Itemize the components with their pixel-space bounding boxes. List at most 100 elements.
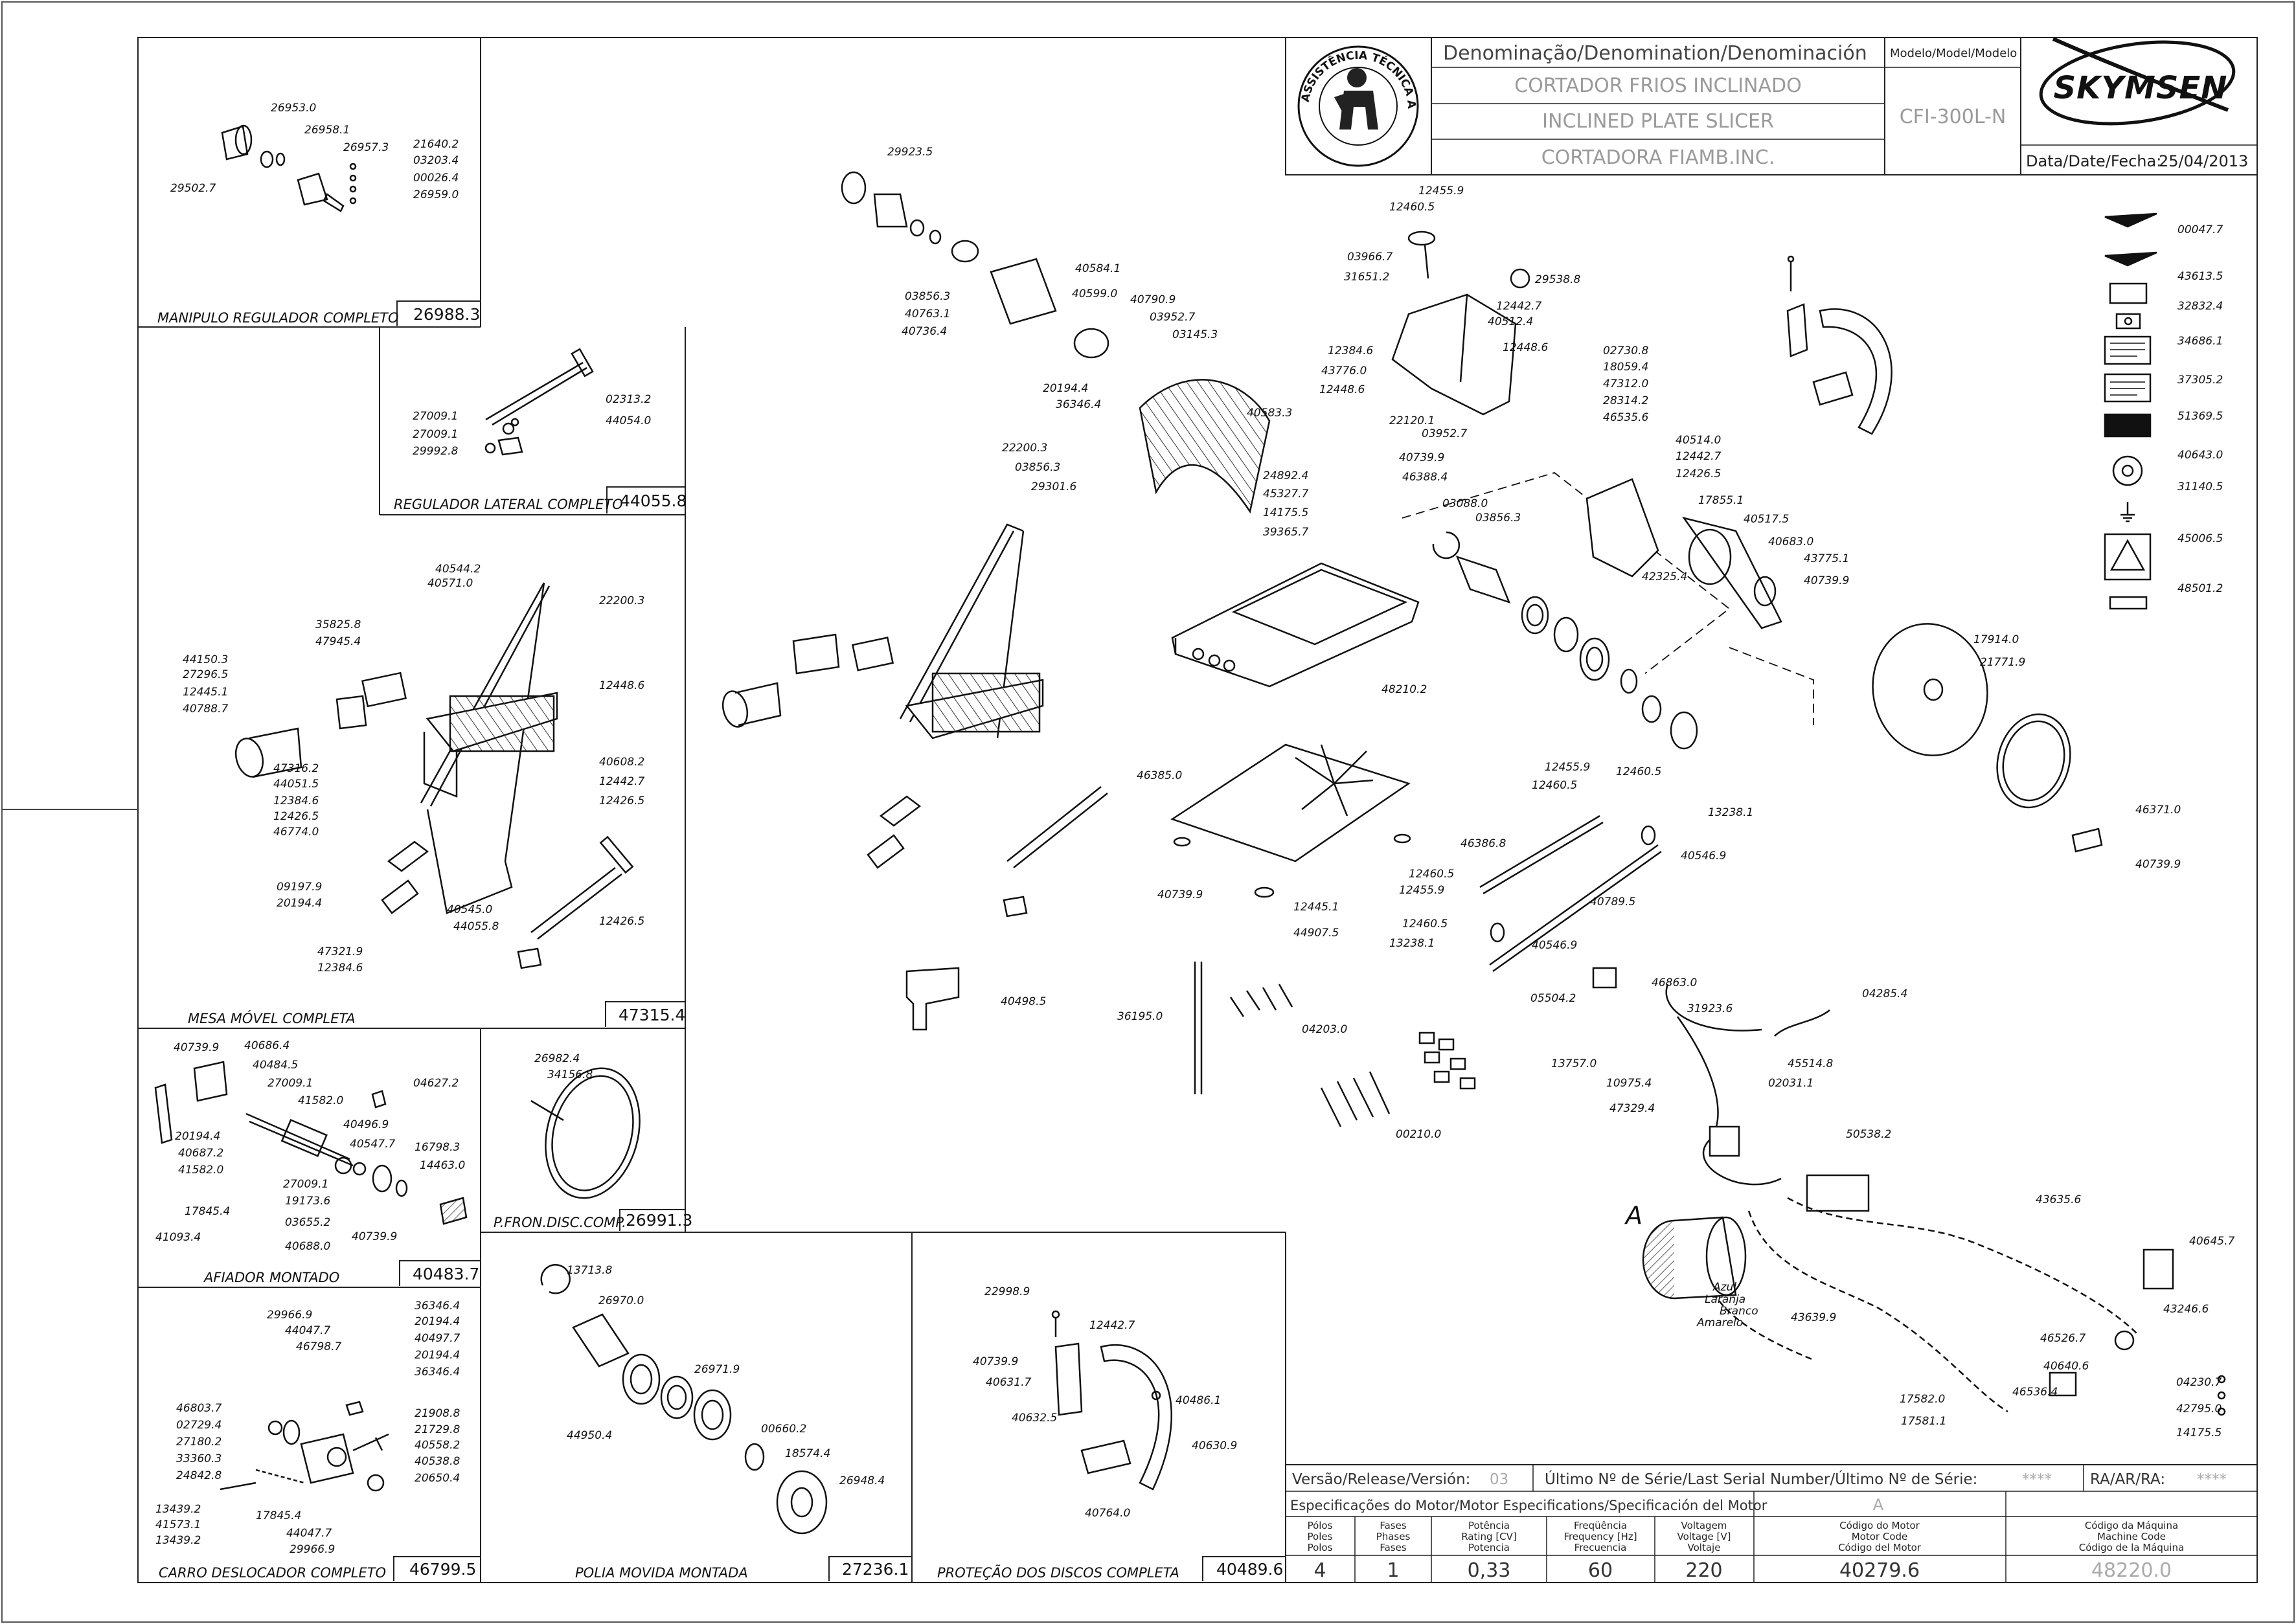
lateral-regulator-sketch xyxy=(484,348,594,456)
motor-shaft-sketch xyxy=(1402,472,1731,750)
part-label: 13238.1 xyxy=(1708,806,1753,819)
part-label: 40608.2 xyxy=(599,756,644,769)
part-label: 40514.0 xyxy=(1676,434,1721,447)
part-label: 17845.4 xyxy=(256,1509,301,1522)
code-afiador: 40483.7 xyxy=(413,1265,479,1283)
part-label: 22120.1 xyxy=(1389,414,1435,427)
part-label: 35825.8 xyxy=(315,618,361,631)
part-label: 40739.9 xyxy=(1804,574,1849,587)
model-header: Modelo/Model/Modelo xyxy=(1890,47,2017,60)
part-label: 13757.0 xyxy=(1551,1057,1597,1070)
part-label: 12442.7 xyxy=(599,775,644,788)
spec-phases-h2: Phases xyxy=(1376,1531,1411,1542)
code-pfron: 26991.3 xyxy=(626,1211,692,1230)
label-part: 43613.5 xyxy=(2177,270,2223,283)
spec-phases-h1: Fases xyxy=(1380,1520,1406,1531)
spec-rating-value: 0,33 xyxy=(1468,1559,1511,1582)
part-label: 40545.0 xyxy=(447,903,492,916)
part-label: 43776.0 xyxy=(1321,365,1367,378)
part-label: 03952.7 xyxy=(1422,427,1467,440)
main-moving-table-sketch xyxy=(722,523,1108,918)
part-label: 41582.0 xyxy=(178,1164,223,1177)
part-label: 22200.3 xyxy=(1002,442,1047,455)
part-label: 44150.3 xyxy=(183,653,228,666)
wire-color: Amarelo xyxy=(1696,1316,1743,1329)
upper-guard-sketch xyxy=(1786,255,1892,435)
part-label: 19173.6 xyxy=(285,1195,330,1208)
version-value: 03 xyxy=(1490,1471,1508,1488)
part-label: 43635.6 xyxy=(2036,1193,2081,1206)
part-label: 26970.0 xyxy=(598,1294,644,1307)
part-label: 40630.9 xyxy=(1192,1439,1237,1452)
part-label: 40631.7 xyxy=(986,1376,1031,1389)
part-label: 44950.4 xyxy=(567,1429,612,1442)
part-label: 12460.5 xyxy=(1389,201,1435,214)
spec-motor-code-h3: Código del Motor xyxy=(1838,1542,1922,1553)
part-label: 13439.2 xyxy=(155,1534,201,1547)
spec-rating-h2: Rating [CV] xyxy=(1461,1531,1517,1542)
part-label: 44047.7 xyxy=(285,1324,330,1337)
part-label: 29966.9 xyxy=(267,1309,312,1322)
motor-sketch xyxy=(1642,1216,1747,1300)
part-label: 17845.4 xyxy=(185,1205,230,1218)
skymsen-logo: SKYMSEN xyxy=(2039,37,2236,126)
part-label: 13713.8 xyxy=(567,1264,612,1277)
spec-rating-h1: Potência xyxy=(1468,1520,1510,1531)
part-label: 44054.0 xyxy=(606,414,651,427)
part-label: 03966.7 xyxy=(1347,251,1392,264)
spec-voltage-h2: Voltage [V] xyxy=(1677,1531,1731,1542)
spec-motor-code-h1: Código do Motor xyxy=(1839,1520,1920,1531)
part-label: 29992.8 xyxy=(413,445,458,458)
part-label: 26982.4 xyxy=(534,1052,580,1065)
part-label: 20194.4 xyxy=(277,897,322,910)
part-label: 43775.1 xyxy=(1804,552,1849,565)
part-label: 04230.7 xyxy=(2176,1376,2222,1389)
part-label: 27009.1 xyxy=(267,1077,313,1090)
spec-phases-value: 1 xyxy=(1387,1559,1399,1582)
part-label: 04203.0 xyxy=(1302,1023,1347,1036)
part-label: 16798.3 xyxy=(415,1141,460,1154)
spec-poles-h2: Poles xyxy=(1308,1531,1333,1542)
part-label: 12448.6 xyxy=(1319,383,1365,396)
code-mesa: 47315.4 xyxy=(619,1006,685,1024)
knob-assembly-sketch xyxy=(221,124,357,212)
base-housing-sketch xyxy=(1171,562,1420,688)
date-label: Data/Date/Fecha: xyxy=(2026,152,2161,170)
part-label: 03655.2 xyxy=(285,1216,330,1229)
part-label: 40547.7 xyxy=(350,1138,395,1151)
label-part: 37305.2 xyxy=(2177,374,2223,387)
part-label: 00210.0 xyxy=(1396,1128,1441,1141)
part-label: 41093.4 xyxy=(155,1231,201,1244)
part-label: 20194.4 xyxy=(1043,382,1088,395)
part-label: 27009.1 xyxy=(413,410,458,423)
part-label: 03856.3 xyxy=(1475,512,1521,524)
code-carro: 46799.5 xyxy=(409,1560,476,1579)
part-label: 00660.2 xyxy=(761,1423,806,1436)
part-label: 13439.2 xyxy=(155,1503,201,1516)
part-sketches xyxy=(154,124,2226,1535)
caption-regulador: REGULADOR LATERAL COMPLETO xyxy=(394,497,623,512)
part-label: 17582.0 xyxy=(1900,1393,1945,1406)
part-label: 03856.3 xyxy=(1015,461,1060,474)
part-label: 46536.4 xyxy=(2012,1386,2058,1399)
part-label: 29502.7 xyxy=(170,182,216,195)
part-label: 47312.0 xyxy=(1603,378,1648,390)
part-label: 22998.9 xyxy=(984,1285,1030,1298)
part-label: 29301.6 xyxy=(1031,480,1076,493)
caption-polia: POLIA MOVIDA MONTADA xyxy=(575,1565,748,1581)
part-label: 12426.5 xyxy=(599,795,644,807)
part-label: 40558.2 xyxy=(415,1439,460,1452)
part-label: 47316.2 xyxy=(273,762,319,775)
part-label: 29966.9 xyxy=(290,1543,335,1556)
part-label: 17914.0 xyxy=(1973,633,2019,646)
lower-right-parts-sketch xyxy=(2071,828,2226,1416)
part-label: 44051.5 xyxy=(273,778,319,791)
panel-grid xyxy=(138,38,1286,1583)
wiring-sketch xyxy=(1592,967,2174,1413)
caption-protecao: PROTEÇÃO DOS DISCOS COMPLETA xyxy=(937,1564,1179,1581)
part-label: 12426.5 xyxy=(599,915,644,928)
part-label: 47945.4 xyxy=(315,635,361,648)
version-label: Versão/Release/Versión: xyxy=(1292,1471,1470,1488)
part-label: 31923.6 xyxy=(1687,1002,1733,1015)
part-label: 12448.6 xyxy=(599,679,644,692)
